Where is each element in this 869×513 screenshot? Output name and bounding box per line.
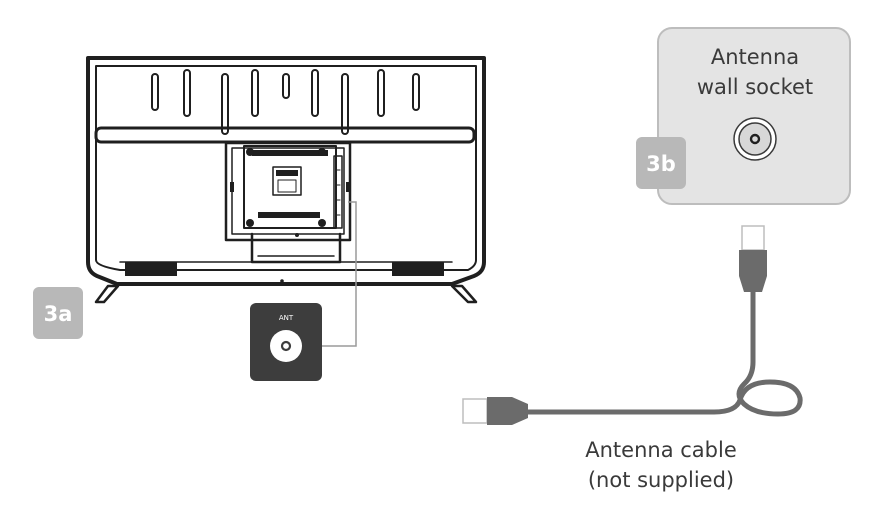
tv-port-strip — [333, 155, 343, 229]
cable-left-plug-body — [487, 397, 528, 425]
wall-socket-title-line1: Antenna — [711, 45, 799, 69]
tv-label-sticker — [272, 166, 302, 196]
tv-grille-bottom — [258, 212, 320, 218]
ant-port-label: ANT — [279, 314, 294, 322]
tv-foot-right — [450, 284, 478, 304]
cable-caption-line1: Antenna cable — [585, 438, 737, 462]
wall-socket-plate — [657, 27, 851, 205]
cable-upper-plug-tip — [741, 225, 765, 251]
tv-inner-frame — [95, 65, 477, 271]
ant-port-callout: ANT — [250, 303, 322, 381]
cable-left-plug-tip — [462, 398, 488, 424]
tv-grille-top — [252, 150, 328, 156]
step-badge-3b-text: 3b — [646, 152, 676, 176]
tv-speaker-right — [392, 262, 444, 276]
step-badge-3a-box — [33, 287, 83, 339]
cable-caption-line2: (not supplied) — [588, 468, 734, 492]
wall-socket-inner-ring — [738, 122, 772, 156]
wall-socket-panel: Antenna wall socket — [657, 27, 851, 205]
tv-outer-frame — [86, 56, 486, 286]
tv-backplate-inner — [231, 147, 345, 235]
tv-speaker-left — [125, 262, 177, 276]
step-badge-3b: 3b — [636, 137, 686, 189]
step-badge-3b-box — [636, 137, 686, 189]
tv-side-bump-right — [346, 182, 350, 192]
tv-vent-slots — [151, 69, 420, 135]
step-badge-3a-text: 3a — [44, 302, 73, 326]
wall-socket-jack-icon — [749, 133, 761, 145]
tv-foot-left — [94, 284, 120, 304]
tv-rear-view — [86, 56, 486, 304]
tv-side-bump-left — [230, 182, 234, 192]
tv-mount-screws — [246, 148, 326, 237]
tv-backplate — [224, 141, 352, 242]
tv-bottom-dot — [280, 279, 284, 283]
antenna-cable — [462, 225, 803, 425]
tv-port-ticks — [335, 169, 341, 216]
tv-mount-plate — [243, 145, 337, 229]
tv-label-sticker-top — [276, 170, 298, 176]
tv-label-sticker-window — [277, 179, 297, 193]
wall-socket-title-line2: wall socket — [697, 75, 813, 99]
ant-port-jack-icon — [280, 340, 292, 352]
cable-upper-plug-body — [739, 250, 767, 292]
tv-lower-block — [250, 232, 342, 264]
step-badge-3a: 3a — [33, 287, 83, 339]
ant-leader-line — [322, 201, 357, 347]
ant-port-ring — [270, 330, 302, 362]
tv-horizontal-rail — [94, 126, 476, 144]
cable-wire — [525, 289, 803, 417]
